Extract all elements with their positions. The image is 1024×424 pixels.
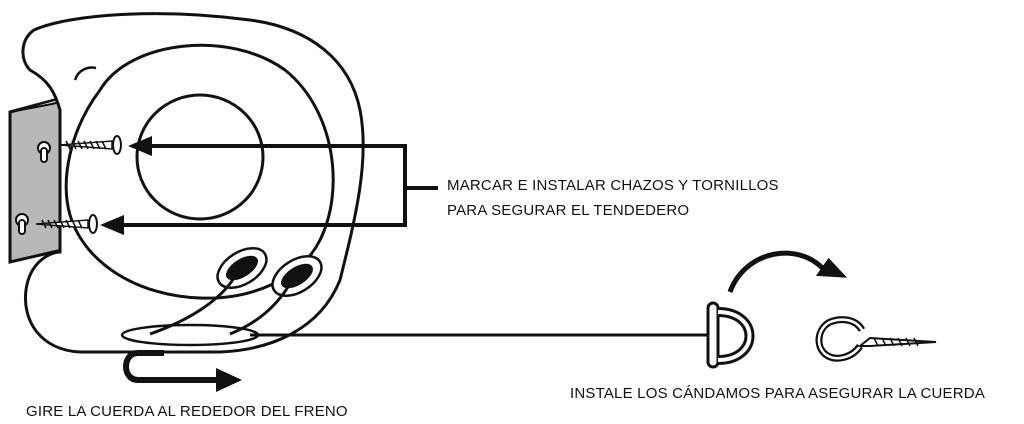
screw-hook-icon [815,316,937,362]
mount-instruction-line-2: PARA SEGURAR EL TENDEDERO [447,202,690,219]
mount-callout-arrows [100,136,438,235]
curved-arrow-icon [727,250,848,293]
reel-body-icon [21,12,365,354]
screw-icon [59,135,122,155]
mount-instruction-line-1: MARCAR E INSTALAR CHAZOS Y TORNILLOS [447,177,779,194]
u-turn-arrow-icon [123,350,242,392]
brake-instruction: GIRE LA CUERDA AL REDEDOR DEL FRENO [26,403,348,420]
screw-icon [35,214,98,234]
cord-lock-icon [706,301,755,369]
lock-cord-instruction: INSTALE LOS CÁNDAMOS PARA ASEGURAR LA CU… [570,385,986,402]
